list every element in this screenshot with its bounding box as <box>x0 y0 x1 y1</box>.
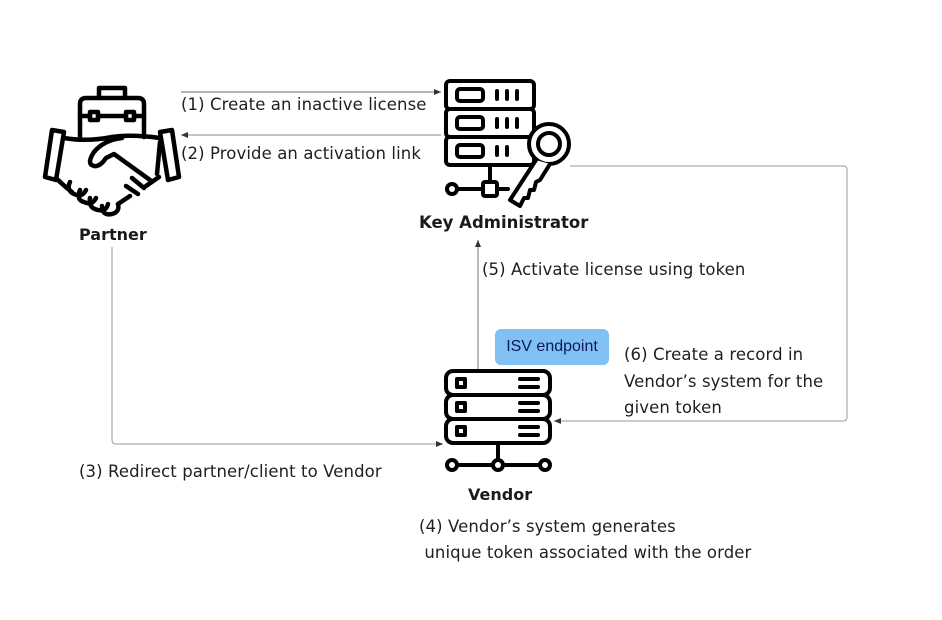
step-2-label: (2) Provide an activation link <box>181 144 421 163</box>
step-4-label-line1: (4) Vendor’s system generates <box>419 517 676 536</box>
key-admin-label: Key Administrator <box>419 213 589 232</box>
step-6-label-line1: (6) Create a record in <box>624 345 804 364</box>
step-3-label: (3) Redirect partner/client to Vendor <box>79 462 382 481</box>
step-5-label: (5) Activate license using token <box>482 260 746 279</box>
edge-3-arrow <box>111 247 443 447</box>
server-network-icon <box>444 369 552 472</box>
step-4-label-line2: unique token associated with the order <box>419 543 752 562</box>
handshake-briefcase-icon <box>42 85 182 217</box>
step-6-label-line3: given token <box>624 398 722 417</box>
partner-label: Partner <box>79 225 147 244</box>
step-6-label-line2: Vendor’s system for the <box>624 372 824 391</box>
server-key-icon <box>444 79 571 208</box>
step-1-label: (1) Create an inactive license <box>181 95 427 114</box>
isv-endpoint-badge: ISV endpoint <box>495 329 609 365</box>
vendor-label: Vendor <box>468 485 533 504</box>
edge-6-arrow <box>554 165 848 424</box>
